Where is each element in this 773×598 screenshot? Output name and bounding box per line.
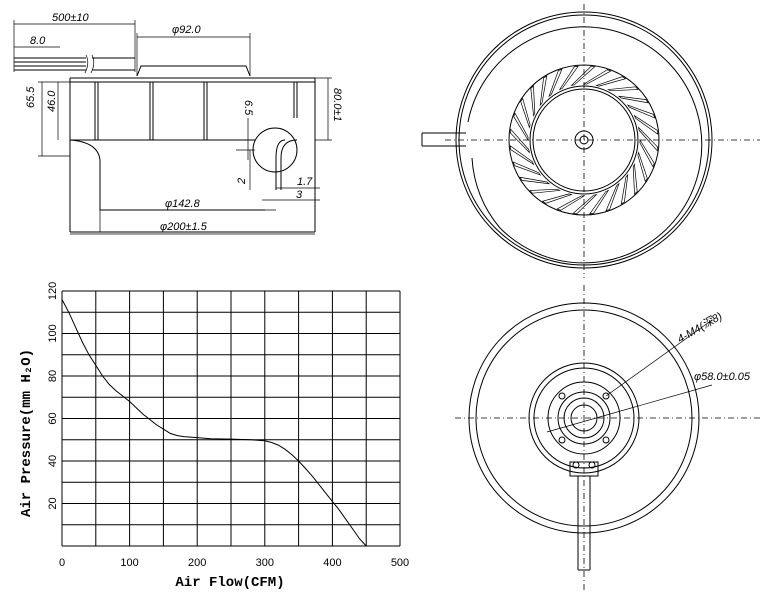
impeller-blade [620, 173, 629, 205]
impeller-blade [637, 151, 648, 183]
y-axis-title: Air Pressure(mm H₂O) [19, 349, 35, 517]
impeller-blade [509, 128, 530, 154]
small-dim-a-label: 2 [236, 178, 248, 185]
impeller-blade [626, 104, 656, 119]
cable-offset-label: 8.0 [30, 35, 46, 47]
y-tick-label: 80 [47, 370, 59, 382]
screw-label: 4-M4(深8) [675, 309, 725, 345]
bolt-circle-label: φ58.0±0.05 [694, 371, 751, 383]
x-axis-title: Air Flow(CFM) [175, 575, 284, 591]
x-tick-labels: 0 100 200 300 400 500 [59, 557, 409, 569]
x-tick-label: 100 [120, 557, 138, 569]
pressure-curve [61, 299, 367, 547]
impeller-blade [509, 145, 535, 166]
impeller-blade [520, 97, 531, 129]
cable-length-label: 500±10 [52, 12, 90, 24]
y-tick-label: 120 [47, 282, 59, 300]
impeller-blade [541, 193, 573, 204]
impeller-blade [513, 112, 529, 142]
hub-step-label: 6.5 [242, 100, 254, 116]
impeller-blade [519, 176, 551, 185]
side-view: 500±10 8.0 φ92.0 [13, 12, 343, 235]
outer-diameter-label: φ200±1.5 [160, 221, 208, 233]
chart-grid [61, 290, 401, 547]
impeller-blade [530, 85, 536, 117]
impeller-blade [539, 75, 548, 107]
y-tick-label: 20 [47, 497, 59, 509]
x-tick-label: 500 [391, 557, 409, 569]
impeller-blade [558, 65, 579, 91]
impeller-blade [548, 68, 563, 98]
height-left-label: 65.5 [25, 86, 37, 108]
impeller-blade [638, 126, 659, 152]
x-tick-label: 400 [323, 557, 341, 569]
impeller-blade [512, 161, 542, 176]
pressure-flow-chart: 0 100 200 300 400 500 20 40 60 80 100 120 Air Flow… [19, 282, 409, 591]
y-tick-labels: 20 40 60 80 100 120 [47, 282, 59, 510]
hub-diameter-label: φ92.0 [172, 24, 201, 36]
impeller-blade [605, 182, 620, 212]
y-tick-label: 40 [47, 455, 59, 467]
height-inner-label: 46.0 [46, 90, 58, 112]
impeller-blade [595, 76, 627, 87]
x-tick-label: 0 [59, 557, 65, 569]
y-tick-label: 60 [47, 412, 59, 424]
y-tick-label: 100 [47, 324, 59, 342]
top-view [421, 4, 760, 278]
impeller-blade [570, 65, 596, 86]
x-tick-label: 200 [188, 557, 206, 569]
impeller-blade [529, 188, 561, 194]
inlet-diameter-label: φ142.8 [165, 198, 201, 210]
small-dim-c-label: 3 [296, 189, 303, 201]
impeller-blade [572, 194, 598, 215]
height-total-label: 80.0±1 [331, 88, 343, 122]
impeller-blade [589, 189, 610, 215]
impeller-blade [582, 69, 612, 85]
impeller-blade [607, 86, 639, 92]
impeller-blade [556, 195, 586, 211]
impeller-blade [633, 114, 659, 135]
impeller-blade [617, 95, 649, 104]
impeller-blade [632, 163, 638, 195]
bottom-view: 4-M4(深8) φ58.0±0.05 [455, 285, 760, 592]
small-dim-b-label: 1.7 [297, 176, 313, 188]
x-tick-label: 300 [256, 557, 274, 569]
screw-holes [558, 392, 610, 444]
impeller-blade [639, 138, 655, 168]
